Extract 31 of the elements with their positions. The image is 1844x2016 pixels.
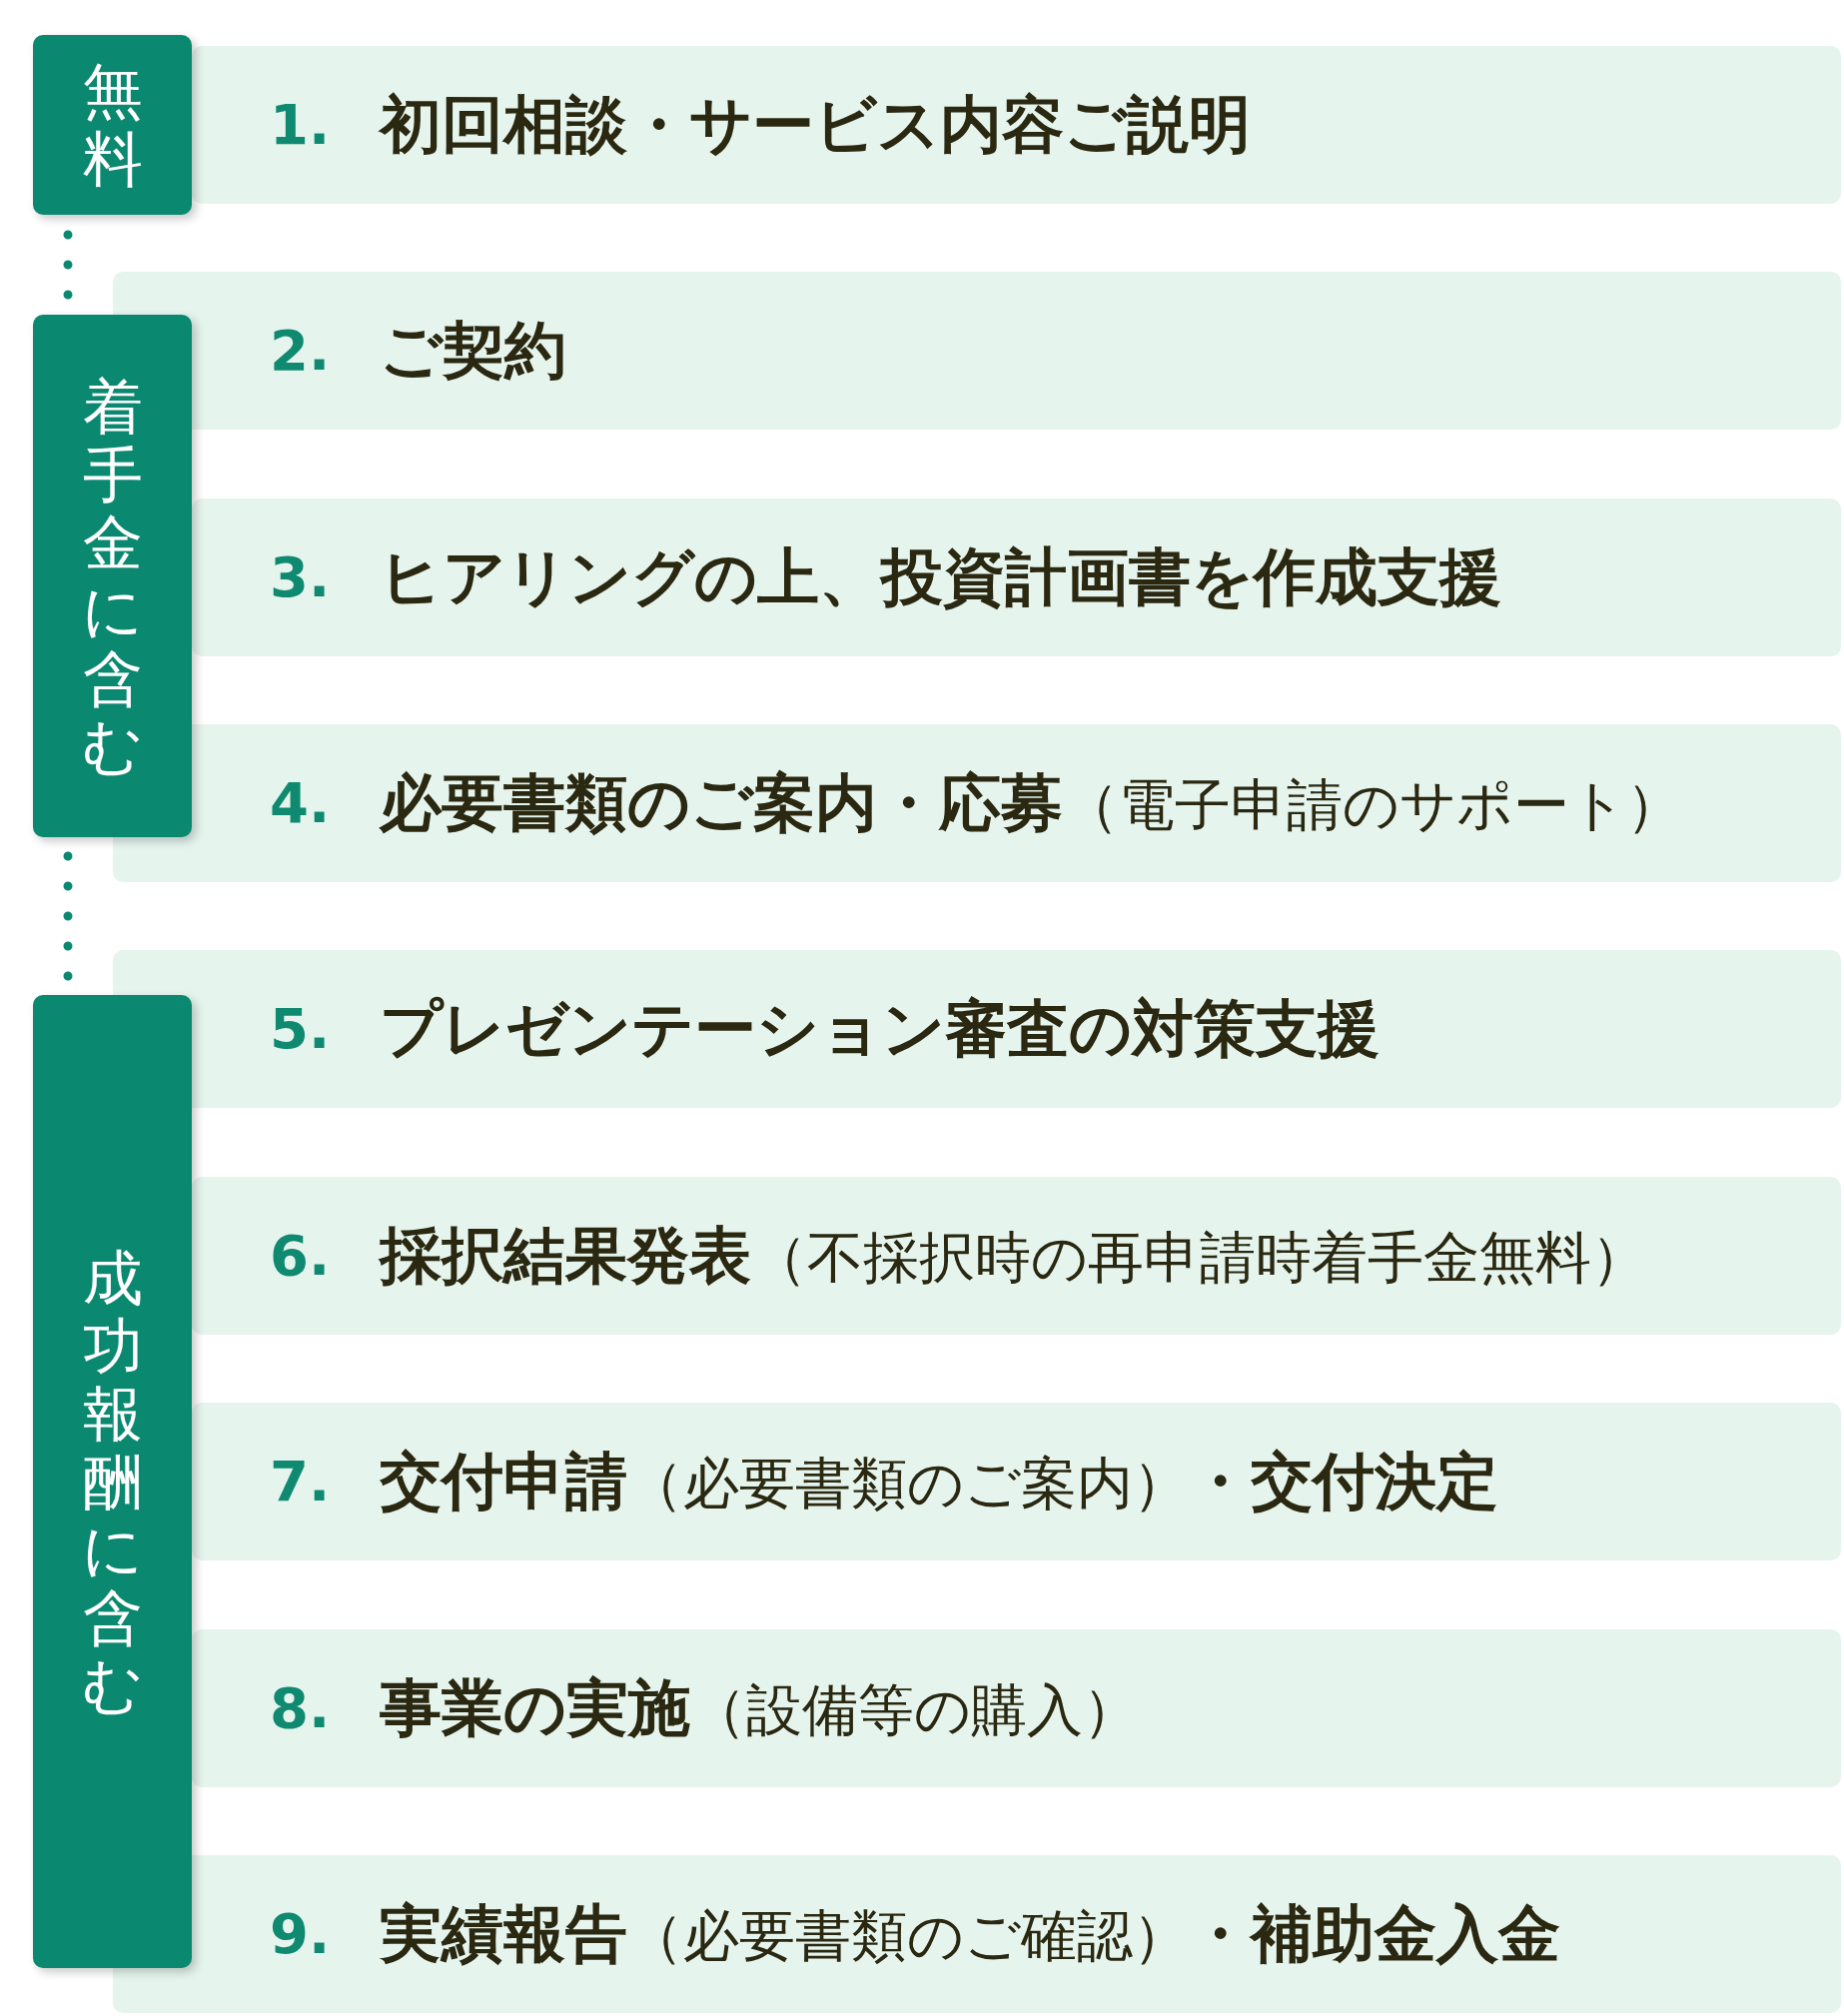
step-title: プレゼンテーション審査の対策支援 bbox=[380, 991, 1380, 1067]
step-number: 7. bbox=[270, 1448, 331, 1515]
phase-label: 成功報酬に含む bbox=[81, 1244, 144, 1719]
step-title: ヒアリングの上、投資計画書を作成支援 bbox=[380, 539, 1501, 615]
step-title: 必要書類のご案内・応募（電子申請のサポート） bbox=[380, 765, 1682, 841]
phase-label: 無料 bbox=[81, 57, 144, 193]
phase-tab bbox=[33, 315, 192, 837]
step-number: 6. bbox=[270, 1222, 331, 1290]
step-title: ご契約 bbox=[380, 313, 566, 389]
step-number: 5. bbox=[270, 995, 331, 1063]
step-band bbox=[113, 950, 1841, 1108]
step-band bbox=[192, 499, 1841, 656]
phase-tab bbox=[33, 995, 192, 1968]
step-number: 3. bbox=[270, 543, 331, 611]
phase-label: 着手金に含む bbox=[81, 372, 144, 780]
step-band bbox=[192, 1177, 1841, 1335]
step-title: 実績報告（必要書類のご確認）・補助金入金 bbox=[380, 1896, 1560, 1972]
step-title: 採択結果発表（不採択時の再申請時着手金無料） bbox=[380, 1218, 1647, 1294]
step-band bbox=[192, 1629, 1841, 1787]
step-band bbox=[192, 1403, 1841, 1560]
step-number: 1. bbox=[270, 91, 331, 159]
step-title: 交付申請（必要書類のご案内）・交付決定 bbox=[380, 1444, 1498, 1519]
step-number: 4. bbox=[270, 769, 331, 837]
step-number: 8. bbox=[270, 1674, 331, 1742]
step-title: 初回相談・サービス内容ご説明 bbox=[380, 87, 1251, 163]
step-number: 2. bbox=[270, 317, 331, 385]
step-band bbox=[113, 1855, 1841, 2013]
step-number: 9. bbox=[270, 1900, 331, 1968]
step-band bbox=[192, 46, 1841, 204]
phase-tab bbox=[33, 35, 192, 215]
step-title: 事業の実施（設備等の購入） bbox=[380, 1670, 1139, 1746]
